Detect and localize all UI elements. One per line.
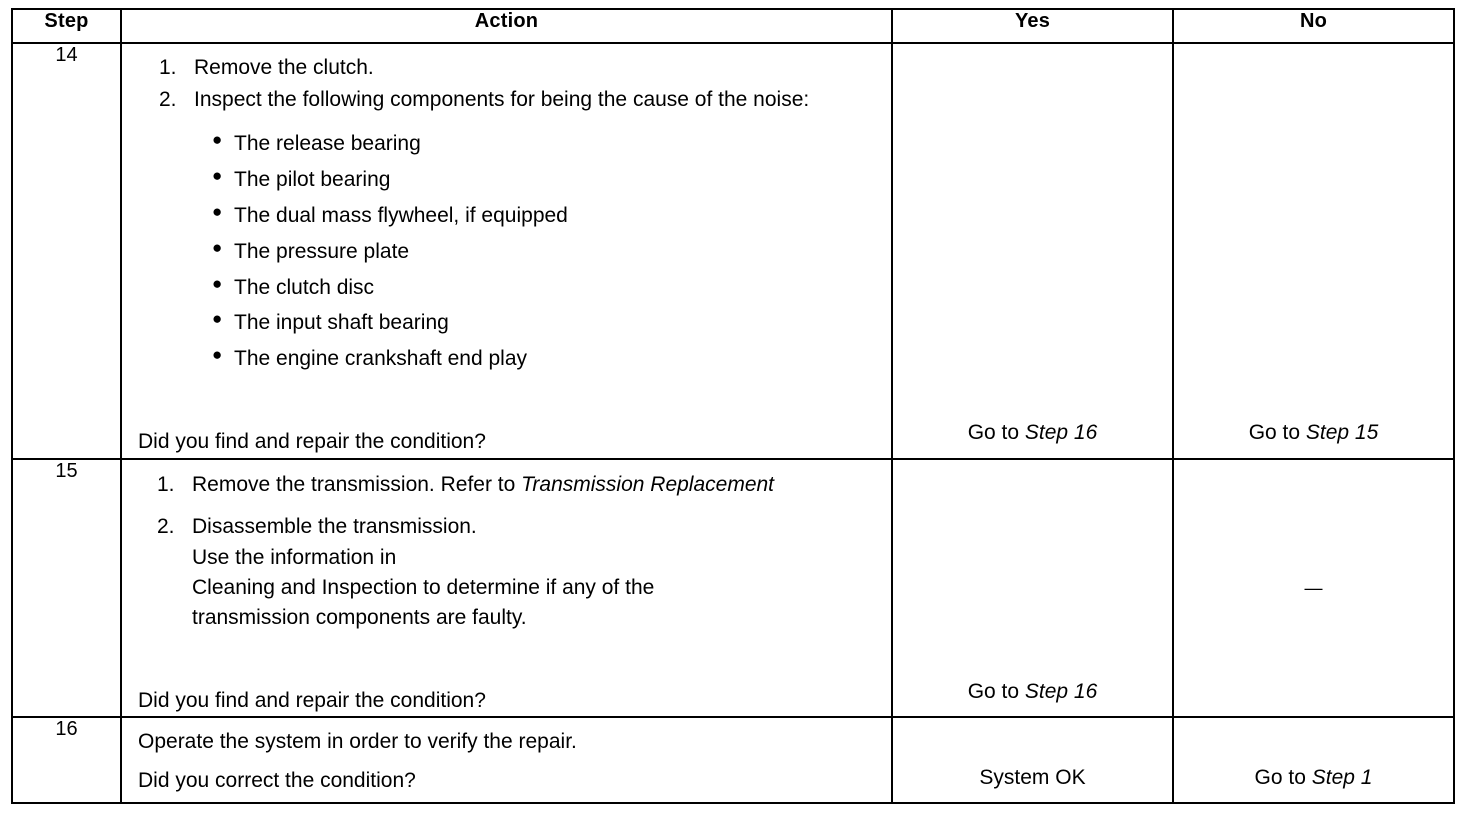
yes-answer-prefix: Go to [967,679,1025,703]
bullet-text: The engine crankshaft end play [234,347,528,371]
yes-answer: Go to Step 16 [893,677,1172,707]
action-cell: 1. Remove the transmission. Refer to Tran… [120,457,893,719]
list-item-text: Remove the clutch. [194,56,374,79]
step-number-cell: 14 [11,42,122,460]
question-text: Did you find and repair the condition? [138,430,486,454]
list-item-text: Inspect the following components for bei… [194,88,810,112]
no-answer: Go to Step 15 [1174,418,1453,448]
action-line-1: Operate the system in order to verify th… [138,730,577,754]
list-item: 2. Inspect the following components for b… [122,85,891,115]
yes-answer-step: Step 16 [1024,679,1098,703]
bullet-text: The pressure plate [234,239,410,263]
list-item-text: Disassemble the transmission. [192,515,477,539]
list-item-reference: Transmission Replacement [521,472,775,496]
diagnostic-table: Step Action Yes No 14 1. Remove the clutc… [11,8,1455,805]
no-answer: Go to Step 1 [1174,763,1453,793]
bullet-text: The pilot bearing [234,167,391,191]
bullet-text: The release bearing [234,131,421,155]
no-cell: Go to Step 15 [1172,42,1455,460]
yes-cell: Go to Step 16 [891,457,1174,719]
no-answer-dash: — [1304,577,1323,598]
bullet-text: The dual mass flywheel, if equipped [234,203,568,227]
numbered-list: 1. Remove the clutch. 2. Inspect the follo… [122,53,891,116]
bullet-icon: ● [212,201,223,221]
question-text: Did you find and repair the condition? [138,688,486,712]
header-row: Step Action Yes No [11,8,1455,44]
no-cell: Go to Step 1 [1172,716,1455,805]
step-number-cell: 15 [11,457,122,719]
table-body: 14 1. Remove the clutch. 2. Inspect the fo… [11,42,1455,805]
list-item: ● The dual mass flywheel, if equipped [122,198,891,234]
yes-answer-step: Step 16 [1024,421,1098,445]
yes-answer: Go to Step 16 [893,418,1172,448]
yes-answer: System OK [979,765,1086,789]
step-number-cell: 16 [11,716,122,805]
no-answer-step: Step 15 [1305,421,1379,445]
bullet-icon: ● [212,237,223,257]
list-item-number: 2. [157,515,175,539]
yes-cell: Go to Step 16 [891,42,1174,460]
list-item-number: 1. [157,472,175,496]
bullet-icon: ● [212,309,223,329]
table-row: 14 1. Remove the clutch. 2. Inspect the fo… [11,42,1455,460]
list-item: 2. Disassemble the transmission. Use the i… [122,512,891,634]
list-item-text: Remove the transmission. Refer to [192,472,522,496]
question-text: Did you correct the condition? [138,768,416,792]
bullet-list: ●The release bearing ●The pilot bearing … [122,126,891,377]
no-answer-prefix: Go to [1248,421,1306,445]
numbered-list: 1. Remove the transmission. Refer to Tran… [122,470,891,634]
bullet-icon: ● [212,273,223,293]
list-item-number: 2. [159,88,177,112]
no-cell: — [1172,457,1455,719]
no-answer-prefix: Go to [1254,765,1312,789]
yes-answer-prefix: Go to [967,421,1025,445]
action-cell: Operate the system in order to verify th… [120,716,893,805]
column-header-yes: Yes [891,8,1174,44]
list-item: ● The pilot bearing [122,162,891,198]
list-item-text-line2: Use the information in [192,545,397,569]
list-item-text-line3: Cleaning and Inspection to determine if … [192,575,655,599]
list-item: ● The input shaft bearing [122,305,891,341]
list-item: ● The release bearing [122,126,891,162]
list-item: 1. Remove the clutch. [122,53,891,83]
bullet-icon: ● [212,129,223,149]
no-answer-step: Step 1 [1311,765,1373,789]
table-row: 15 1. Remove the transmission. Refer to T… [11,457,1455,719]
column-header-no: No [1172,8,1455,44]
list-item-text-line4: transmission components are faulty. [192,606,527,630]
yes-cell: System OK [891,716,1174,805]
list-item: ● The pressure plate [122,234,891,270]
list-item-number: 1. [159,56,177,79]
bullet-text: The input shaft bearing [234,311,449,335]
list-item: ● The clutch disc [122,270,891,306]
bullet-text: The clutch disc [234,275,375,299]
bullet-icon: ● [212,345,223,365]
list-item: 1. Remove the transmission. Refer to Tran… [122,470,891,500]
column-header-action: Action [120,8,893,44]
table-header: Step Action Yes No [11,8,1455,44]
table-row: 16 Operate the system in order to verify… [11,716,1455,805]
column-header-step: Step [11,8,122,44]
bullet-icon: ● [212,165,223,185]
list-item: ● The engine crankshaft end play [122,341,891,377]
action-cell: 1. Remove the clutch. 2. Inspect the follo… [120,42,893,460]
